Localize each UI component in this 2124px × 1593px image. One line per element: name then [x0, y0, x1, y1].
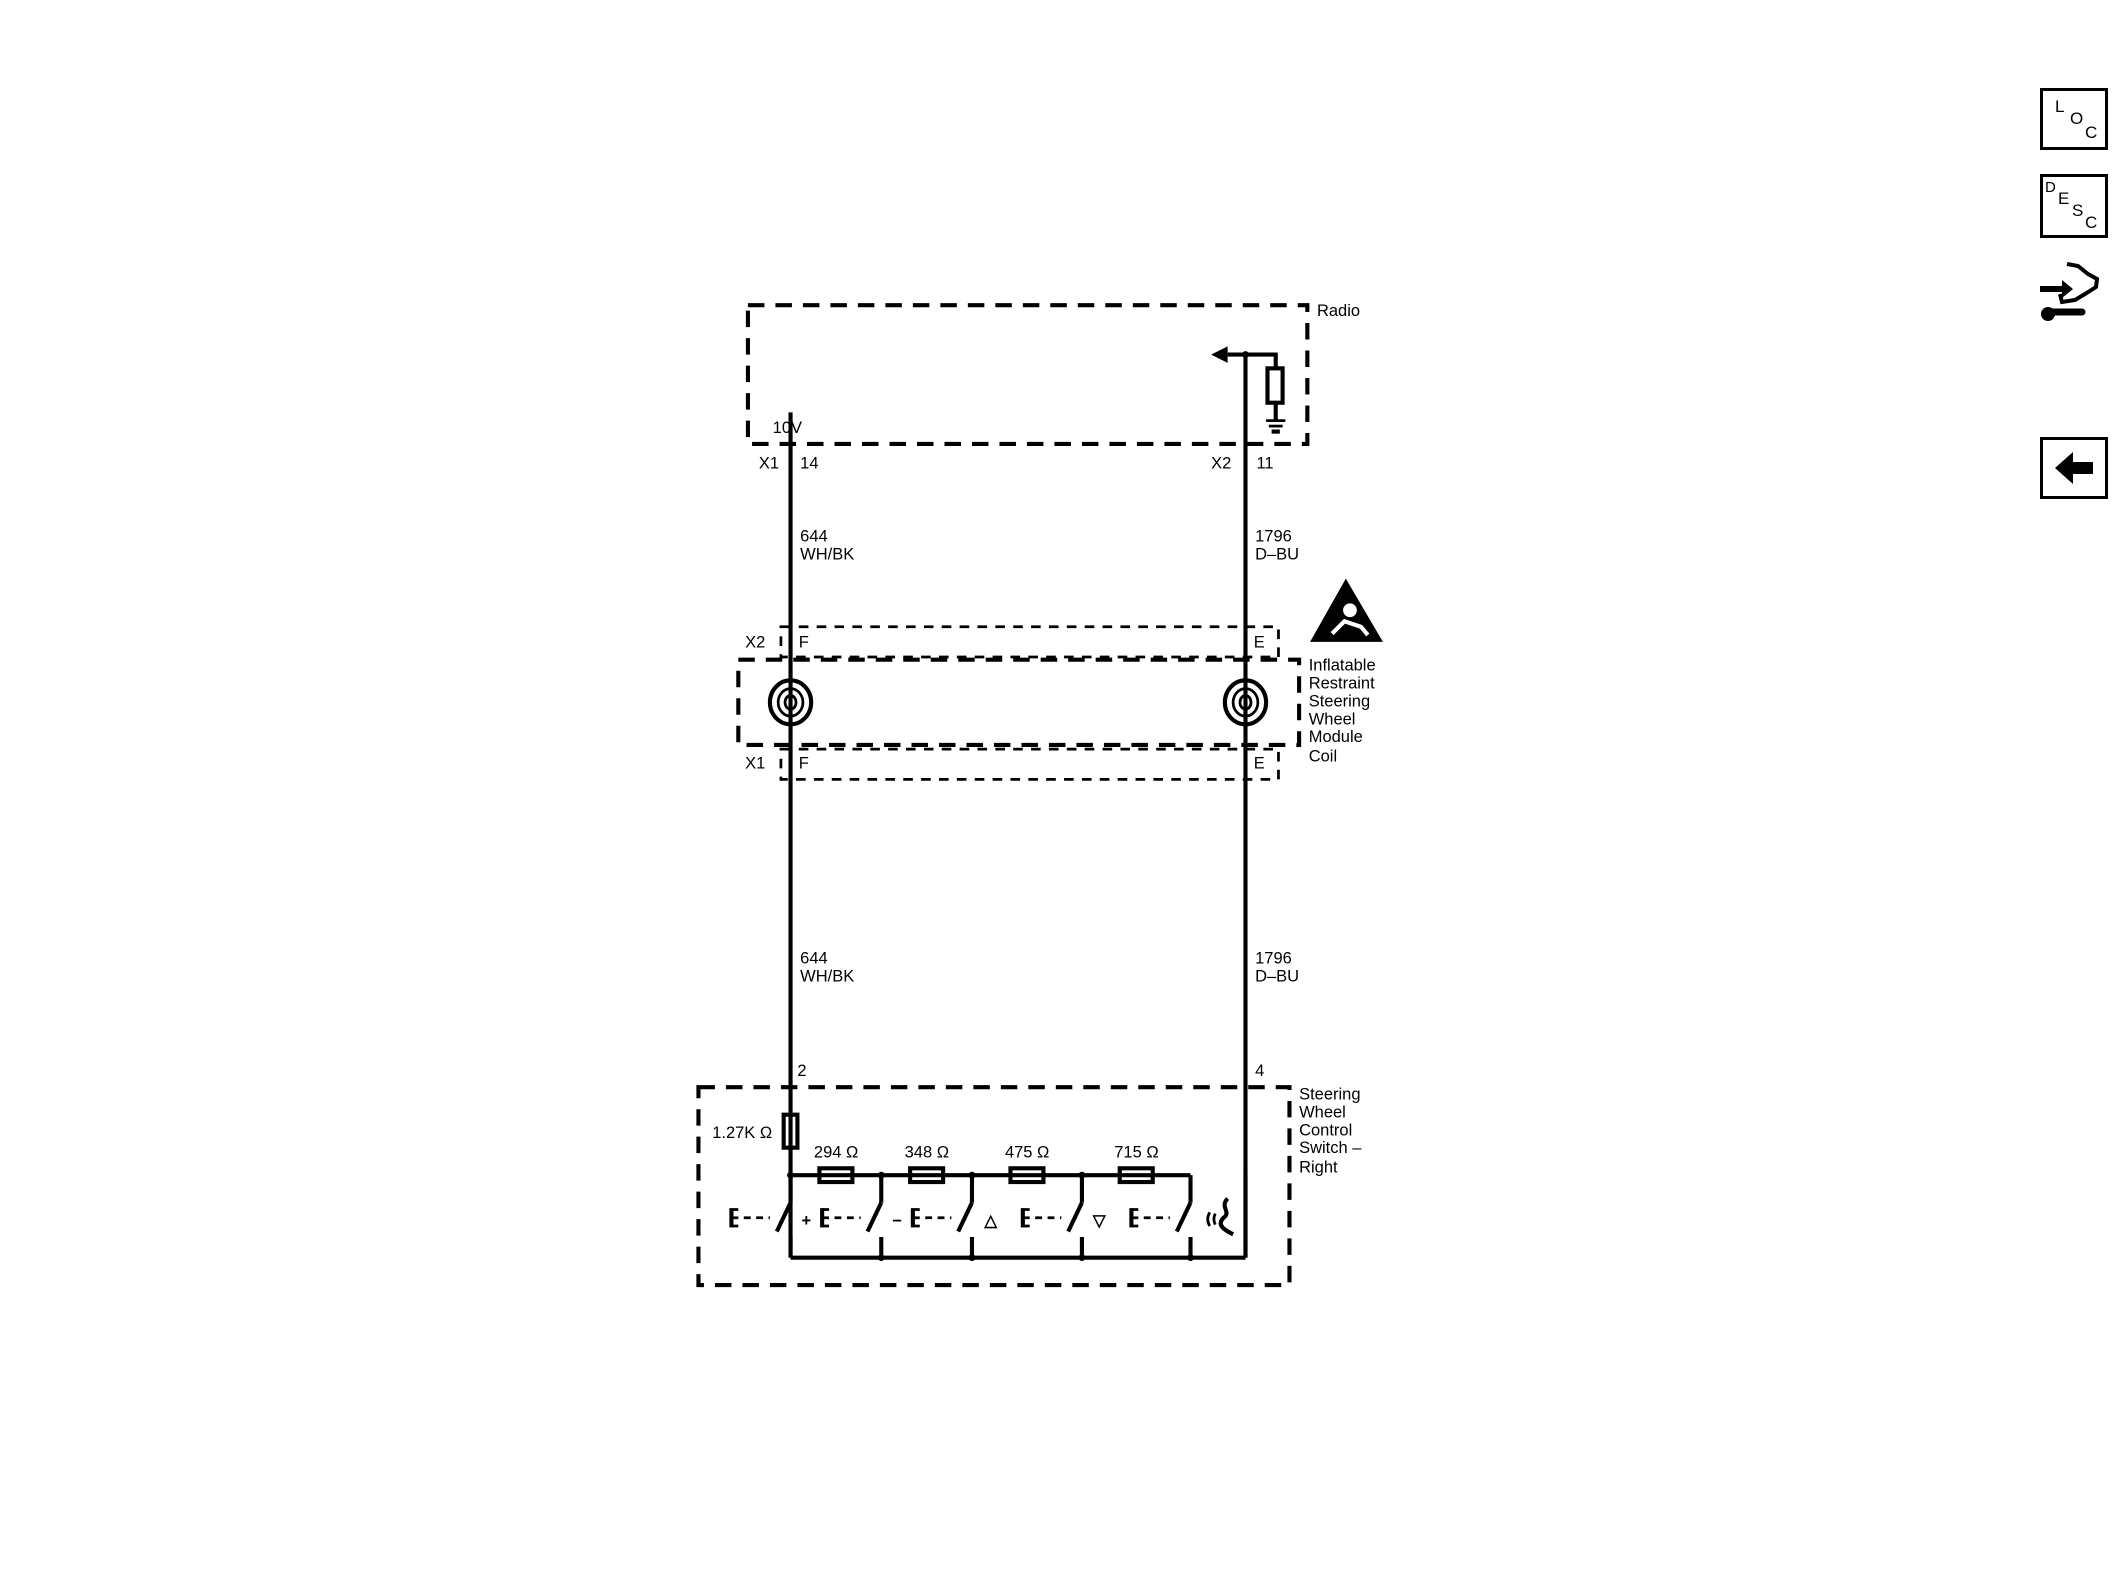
ladder-resistor-value: 294 Ω: [814, 1143, 858, 1161]
radio-pin-left: 14: [800, 455, 818, 473]
voice-recognition-icon: [1206, 1211, 1217, 1227]
desc-letter: S: [2072, 201, 2084, 220]
radio-voltage: 10V: [773, 419, 802, 437]
coil-top-conn: X2: [745, 633, 765, 651]
switch-box: [696, 1085, 1292, 1288]
radio-conn-right: X2: [1211, 455, 1231, 473]
ladder-resistor-value: 475 Ω: [1005, 1143, 1049, 1161]
voice-recognition-icon: [1218, 1197, 1235, 1237]
switch-contact: [1066, 1201, 1084, 1233]
radio-box: [745, 303, 1310, 447]
loc-button[interactable]: L O C: [2040, 88, 2108, 150]
wire-left-color-top: WH/BK: [800, 545, 854, 563]
switch-contact: [956, 1201, 974, 1233]
coil-pin-e-bottom: E: [1254, 754, 1265, 772]
desc-letter: E: [2058, 189, 2070, 208]
desc-letter: C: [2085, 213, 2098, 232]
switch-pin-right: 4: [1255, 1062, 1264, 1080]
switch-symbol: −: [892, 1212, 902, 1230]
wire-right-color-top: D–BU: [1255, 545, 1299, 563]
series-resistor-value: 1.27K Ω: [712, 1124, 772, 1142]
ladder-resistor-value: 715 Ω: [1114, 1143, 1158, 1161]
clockspring-right-icon: [1222, 678, 1269, 727]
ladder-resistor: [908, 1166, 946, 1185]
switch-symbol: +: [802, 1212, 812, 1230]
desc-letter: D: [2045, 179, 2056, 196]
ladder-resistor: [817, 1166, 855, 1185]
radio-internal-pullup: [1211, 346, 1286, 434]
radio-label: Radio: [1317, 302, 1360, 320]
switch-contact: [865, 1201, 884, 1233]
radio-pin-right: 11: [1256, 455, 1273, 473]
back-button[interactable]: [2040, 437, 2108, 499]
switch-label: Steering Wheel Control Switch – Right: [1299, 1086, 1366, 1177]
resistor-1-27k: [781, 1112, 800, 1150]
switch-symbol: △: [983, 1212, 997, 1230]
switch-contact: [1174, 1201, 1193, 1233]
clockspring-left-icon: [767, 678, 814, 727]
coil-label: Inflatable Restraint Steering Wheel Modu…: [1309, 657, 1381, 766]
airbag-warning-icon: [1310, 578, 1383, 642]
switch-symbol: ▽: [1092, 1212, 1106, 1230]
wire-left-color-bottom: WH/BK: [800, 967, 854, 985]
switch-contact: [774, 1201, 793, 1233]
connector-repair-button[interactable]: [2040, 252, 2120, 332]
arrow-left-icon: [2055, 452, 2093, 484]
loc-letter: C: [2085, 123, 2098, 142]
wire-right-color-bottom: D–BU: [1255, 967, 1299, 985]
wire-left-circuit-top: 644: [800, 528, 828, 546]
wire-right-circuit-bottom: 1796: [1255, 949, 1292, 967]
switch-pin-left: 2: [797, 1062, 806, 1080]
ladder-resistor-value: 348 Ω: [905, 1143, 949, 1161]
coil-pin-f-bottom: F: [799, 754, 809, 772]
coil-pin-f-top: F: [799, 633, 809, 651]
wire-right-circuit-top: 1796: [1255, 528, 1292, 546]
loc-letter: O: [2070, 109, 2084, 128]
coil-x2-connector: [779, 625, 1280, 659]
ladder-resistor: [1008, 1166, 1046, 1185]
desc-button[interactable]: D E S C: [2040, 174, 2108, 238]
wrench-arrow-icon: [2040, 262, 2100, 321]
coil-bottom-conn: X1: [745, 754, 765, 772]
coil-x1-connector: [779, 747, 1280, 781]
loc-letter: L: [2055, 97, 2065, 116]
coil-pin-e-top: E: [1254, 633, 1265, 651]
radio-conn-left: X1: [759, 455, 779, 473]
coil-box: [736, 657, 1302, 748]
ladder-resistor: [1117, 1166, 1155, 1185]
wire-left-circuit-bottom: 644: [800, 949, 828, 967]
